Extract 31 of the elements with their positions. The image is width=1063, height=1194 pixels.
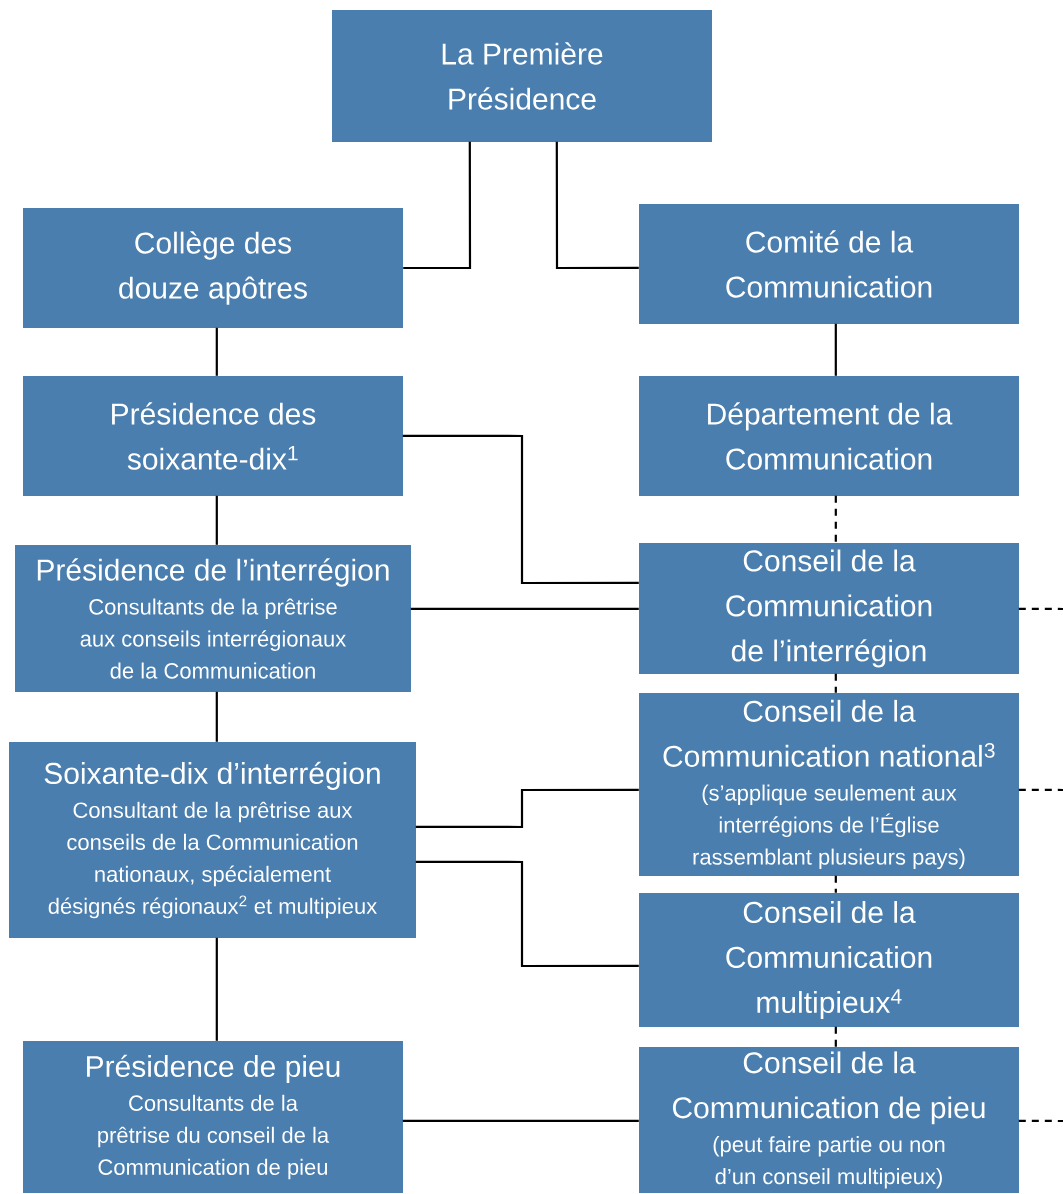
connector-line	[403, 141, 472, 270]
org-box: Comité de la Communication	[639, 204, 1019, 324]
org-box: Présidence des soixante-dix$^{1}$	[23, 376, 403, 496]
org-box: Présidence de pieu Consultants de la prêtrise du conseil de la Communication de pieu	[23, 1041, 403, 1193]
org-box: Conseil de la Communication de l’interrégion	[639, 543, 1019, 674]
connector-line	[215, 327, 218, 376]
connector-line	[415, 860, 639, 968]
connector-line	[215, 937, 218, 1041]
org-box: La Première Présidence	[332, 10, 712, 142]
dashed-connector	[834, 673, 837, 693]
connector-line	[402, 434, 639, 585]
org-box: Soixante-dix d’interrégion Consultant de la prêtrise aux conseils de la Communication nationaux, spécialement désignés régionaux$^{2}$ et multipieux	[9, 742, 416, 938]
connector-line	[834, 323, 837, 376]
connector-line	[555, 141, 639, 270]
org-box: Conseil de la Communication national$^{3}$ (s’applique seulement aux interrégions de l’Église rassemblant plusieurs pays)	[639, 693, 1019, 876]
dashed-connector	[834, 875, 837, 893]
dashed-connector	[1018, 788, 1063, 792]
org-box: Présidence de l’interrégion Consultants de la prêtrise aux conseils interrégionaux de la Communication	[15, 545, 411, 692]
dashed-connector	[834, 1026, 837, 1047]
org-box: Conseil de la Communication de pieu (peut faire partie ou non d’un conseil multipieux)	[639, 1047, 1019, 1193]
org-box: Conseil de la Communication multipieux$^{4}$	[639, 893, 1019, 1027]
connector-line	[415, 788, 639, 829]
connector-line	[410, 607, 639, 610]
dashed-connector	[1018, 1119, 1063, 1123]
dashed-connector	[1018, 607, 1063, 611]
org-box: Département de la Communication	[639, 376, 1019, 496]
org-box: Collège des douze apôtres	[23, 208, 403, 328]
connector-line	[215, 495, 218, 545]
connector-line	[402, 1119, 639, 1122]
dashed-connector	[834, 495, 837, 543]
connector-line	[215, 691, 218, 742]
